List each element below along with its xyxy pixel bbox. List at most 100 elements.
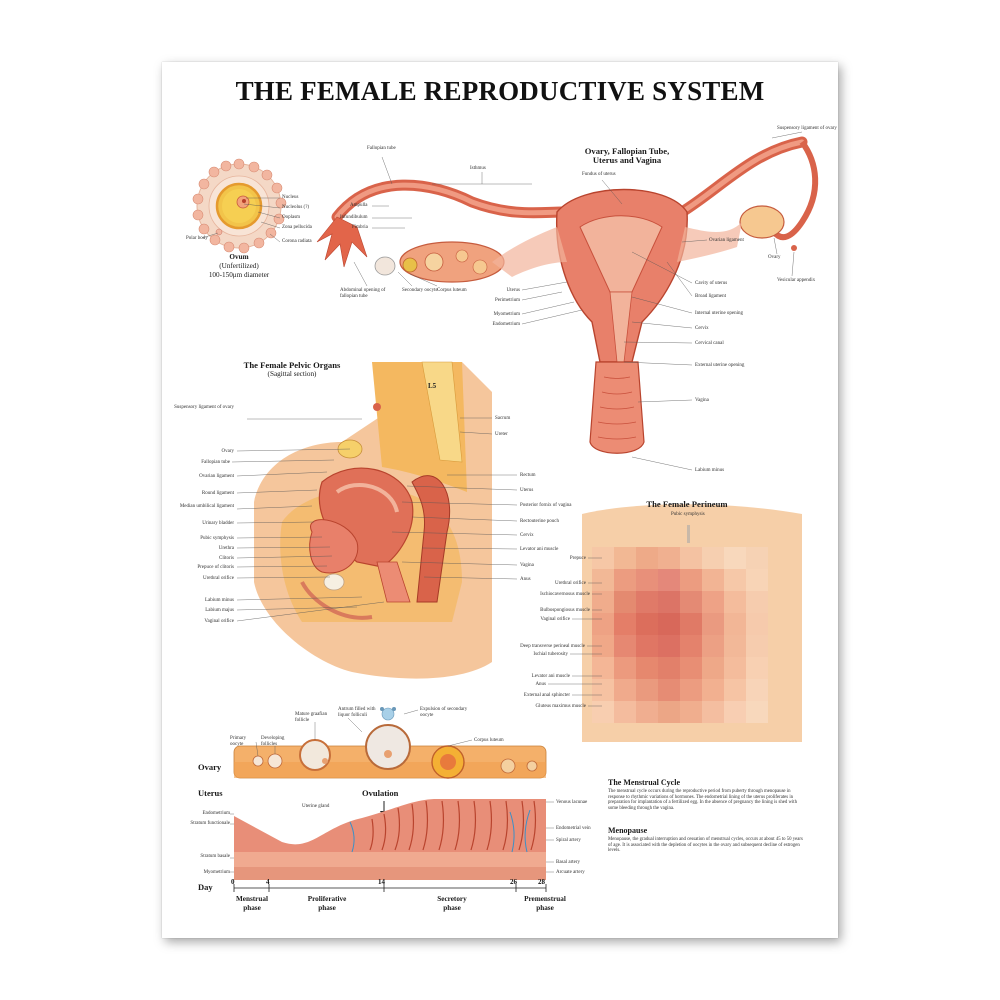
phase-menstrual-2: phase bbox=[243, 904, 261, 912]
menopause-text: Menopause, the gradual interruption and … bbox=[608, 837, 803, 854]
perineum-label-ischiocavernosus: Ischiocavernosus muscle bbox=[540, 592, 590, 597]
label-vagina-right: Vagina bbox=[695, 398, 709, 403]
vertebra-l5: L5 bbox=[428, 382, 437, 390]
phase-proliferative-2: phase bbox=[318, 904, 336, 912]
cycle-illustration bbox=[230, 707, 554, 892]
perineum-title: The Female Perineum bbox=[646, 499, 728, 509]
pelvic-label-fallopian: Fallopian tube bbox=[201, 460, 230, 465]
cycle-label-stratum-functionale: Stratum functionale bbox=[190, 821, 230, 826]
cycle-label-uterine-gland: Uterine gland bbox=[302, 804, 330, 809]
phase-menstrual-1: Menstrual bbox=[236, 895, 268, 903]
cycle-ovulation-label: Ovulation bbox=[362, 788, 399, 798]
label-infundibulum: Infundibulum bbox=[340, 215, 368, 220]
ovum-caption-title: Ovum bbox=[229, 253, 249, 261]
label-vesicular-appendix: Vesicular appendix bbox=[777, 278, 816, 283]
cycle-label-stratum-basale: Stratum basale bbox=[200, 854, 230, 859]
label-ovary-right: Ovary bbox=[768, 255, 781, 260]
pelvic-label-prepuce: Prepuce of clitoris bbox=[197, 565, 234, 570]
perineum-label-external-anal: External anal sphincter bbox=[523, 693, 570, 698]
cycle-label-developing: Developing follicles bbox=[261, 736, 285, 747]
label-suspensory-ligament: Suspensory ligament of ovary bbox=[777, 126, 837, 131]
pelvic-label-urethral-orifice: Urethral orifice bbox=[203, 576, 234, 581]
cycle-label-arcuate-artery: Arcuate artery bbox=[556, 870, 585, 875]
perineum-label-prepuce: Prepuce bbox=[569, 556, 586, 561]
pelvic-label-rectum: Rectum bbox=[520, 473, 536, 478]
perineum-subtitle: Pubic symphysis bbox=[671, 512, 705, 517]
cycle-day-14: 14 bbox=[378, 878, 385, 886]
pelvic-label-ovarian-ligament: Ovarian ligament bbox=[199, 474, 234, 479]
menstrual-cycle-text: The menstrual cycle occurs during the re… bbox=[608, 789, 798, 811]
pelvic-label-round-ligament: Round ligament bbox=[201, 491, 234, 496]
label-labium-minus-right: Labium minus bbox=[695, 468, 725, 473]
ovum-label-polar-body: Polar body bbox=[186, 236, 208, 241]
ovum-label-corona: Corona radiata bbox=[282, 239, 312, 244]
pelvic-label-sacrum: Sacrum bbox=[495, 416, 511, 421]
ovum-label-zona: Zona pellucida bbox=[282, 225, 312, 230]
poster-title: THE FEMALE REPRODUCTIVE SYSTEM bbox=[235, 76, 765, 106]
perineum-label-anus: Anus bbox=[535, 682, 546, 687]
ovum-label-ooplasm: Ooplasm bbox=[282, 215, 301, 220]
pelvic-label-labium-minus: Labium minus bbox=[204, 598, 234, 603]
cycle-day-26: 26 bbox=[510, 878, 517, 886]
phase-secretory-2: phase bbox=[443, 904, 461, 912]
perineum-illustration bbox=[548, 504, 802, 742]
pelvic-label-cervix: Cervix bbox=[520, 533, 534, 538]
cycle-day-label: Day bbox=[198, 882, 213, 892]
pelvic-label-posterior-fornix: Posterior fornix of vagina bbox=[520, 503, 572, 508]
ovum-caption-diameter: 100-150μm diameter bbox=[208, 271, 270, 279]
perineum-label-ischial-tuberosity: Ischial tuberosity bbox=[533, 652, 568, 657]
cycle-label-endometrial-vein: Endometrial vein bbox=[556, 826, 591, 831]
pelvic-label-vaginal-orifice: Vaginal orifice bbox=[204, 619, 234, 624]
perineum-label-vaginal-orifice: Vaginal orifice bbox=[540, 617, 570, 622]
cycle-uterus-label: Uterus bbox=[198, 788, 223, 798]
pelvic-label-suspensory: Suspensory ligament of ovary bbox=[174, 405, 234, 410]
ovum-caption-unfertilized: (Unfertilized) bbox=[219, 262, 259, 270]
cycle-label-corpus-luteum: Corpus luteum bbox=[474, 738, 504, 743]
ovum-illustration bbox=[192, 158, 287, 254]
perineum-label-bulbospongiosus: Bulbospongiosus muscle bbox=[540, 608, 590, 613]
cycle-label-antrum: Antrum filled with liquor folliculi bbox=[338, 707, 376, 718]
phase-secretory-1: Secretory bbox=[437, 895, 467, 903]
label-fundus: Fundus of uterus bbox=[582, 172, 616, 177]
menstrual-cycle-heading: The Menstrual Cycle bbox=[608, 778, 680, 787]
phase-premenstrual-2: phase bbox=[536, 904, 554, 912]
pelvic-subtitle: (Sagittal section) bbox=[267, 370, 317, 378]
pelvic-label-levator-ani: Levator ani muscle bbox=[520, 547, 559, 552]
pelvic-illustration bbox=[231, 361, 518, 679]
phase-proliferative-1: Proliferative bbox=[307, 895, 347, 903]
pelvic-title: The Female Pelvic Organs bbox=[243, 360, 341, 370]
perineum-label-gluteus: Gluteus maximus muscle bbox=[535, 704, 586, 709]
label-endometrium: Endometrium bbox=[492, 322, 521, 327]
perineum-label-urethral-orifice: Urethral orifice bbox=[555, 581, 586, 586]
label-abdominal-opening: Abdominal opening of fallopian tube bbox=[340, 288, 386, 299]
cycle-day-0: 0 bbox=[231, 878, 235, 886]
label-cervix: Cervix bbox=[695, 326, 709, 331]
pelvic-label-bladder: Urinary bladder bbox=[202, 521, 234, 526]
label-uterus: Uterus bbox=[506, 288, 520, 293]
pelvic-label-labium-majus: Labium majus bbox=[205, 608, 234, 613]
ovum-label-nucleus: Nucleus bbox=[282, 195, 299, 200]
cycle-label-primary-oocyte: Primary oocyte bbox=[230, 736, 247, 747]
label-ampulla: Ampulla bbox=[350, 203, 368, 208]
cycle-label-spiral-artery: Spiral artery bbox=[556, 838, 581, 843]
cycle-day-4: 4 bbox=[266, 878, 270, 886]
uterus-section-title-2: Uterus and Vagina bbox=[592, 155, 662, 165]
cycle-label-endometrium: Endometrium bbox=[202, 811, 231, 816]
cycle-label-mature-graafian: Mature graafian follicle bbox=[295, 712, 328, 723]
pelvic-label-vagina: Vagina bbox=[520, 563, 534, 568]
label-fimbria: Fimbria bbox=[352, 225, 368, 230]
label-isthmus: Isthmus bbox=[470, 166, 486, 171]
pelvic-label-ureter: Ureter bbox=[495, 432, 508, 437]
label-perimetrium: Perimetrium bbox=[495, 298, 520, 303]
pelvic-label-anus: Anus bbox=[520, 577, 531, 582]
label-cervical-canal: Cervical canal bbox=[695, 341, 724, 346]
label-myometrium: Myometrium bbox=[493, 312, 520, 317]
label-broad-ligament: Broad ligament bbox=[695, 294, 726, 299]
label-internal-uterine-opening: Internal uterine opening bbox=[695, 311, 744, 316]
label-corpus-luteum: Corpus luteum bbox=[437, 288, 467, 293]
label-ovarian-ligament: Ovarian ligament bbox=[709, 238, 744, 243]
pelvic-label-rectouterine: Rectouterine pouch bbox=[520, 519, 560, 524]
uterus-section-title-1: Ovary, Fallopian Tube, bbox=[584, 146, 670, 156]
menopause-heading: Menopause bbox=[608, 826, 648, 835]
pelvic-label-median-umbilical: Median umbilical ligament bbox=[179, 504, 234, 509]
